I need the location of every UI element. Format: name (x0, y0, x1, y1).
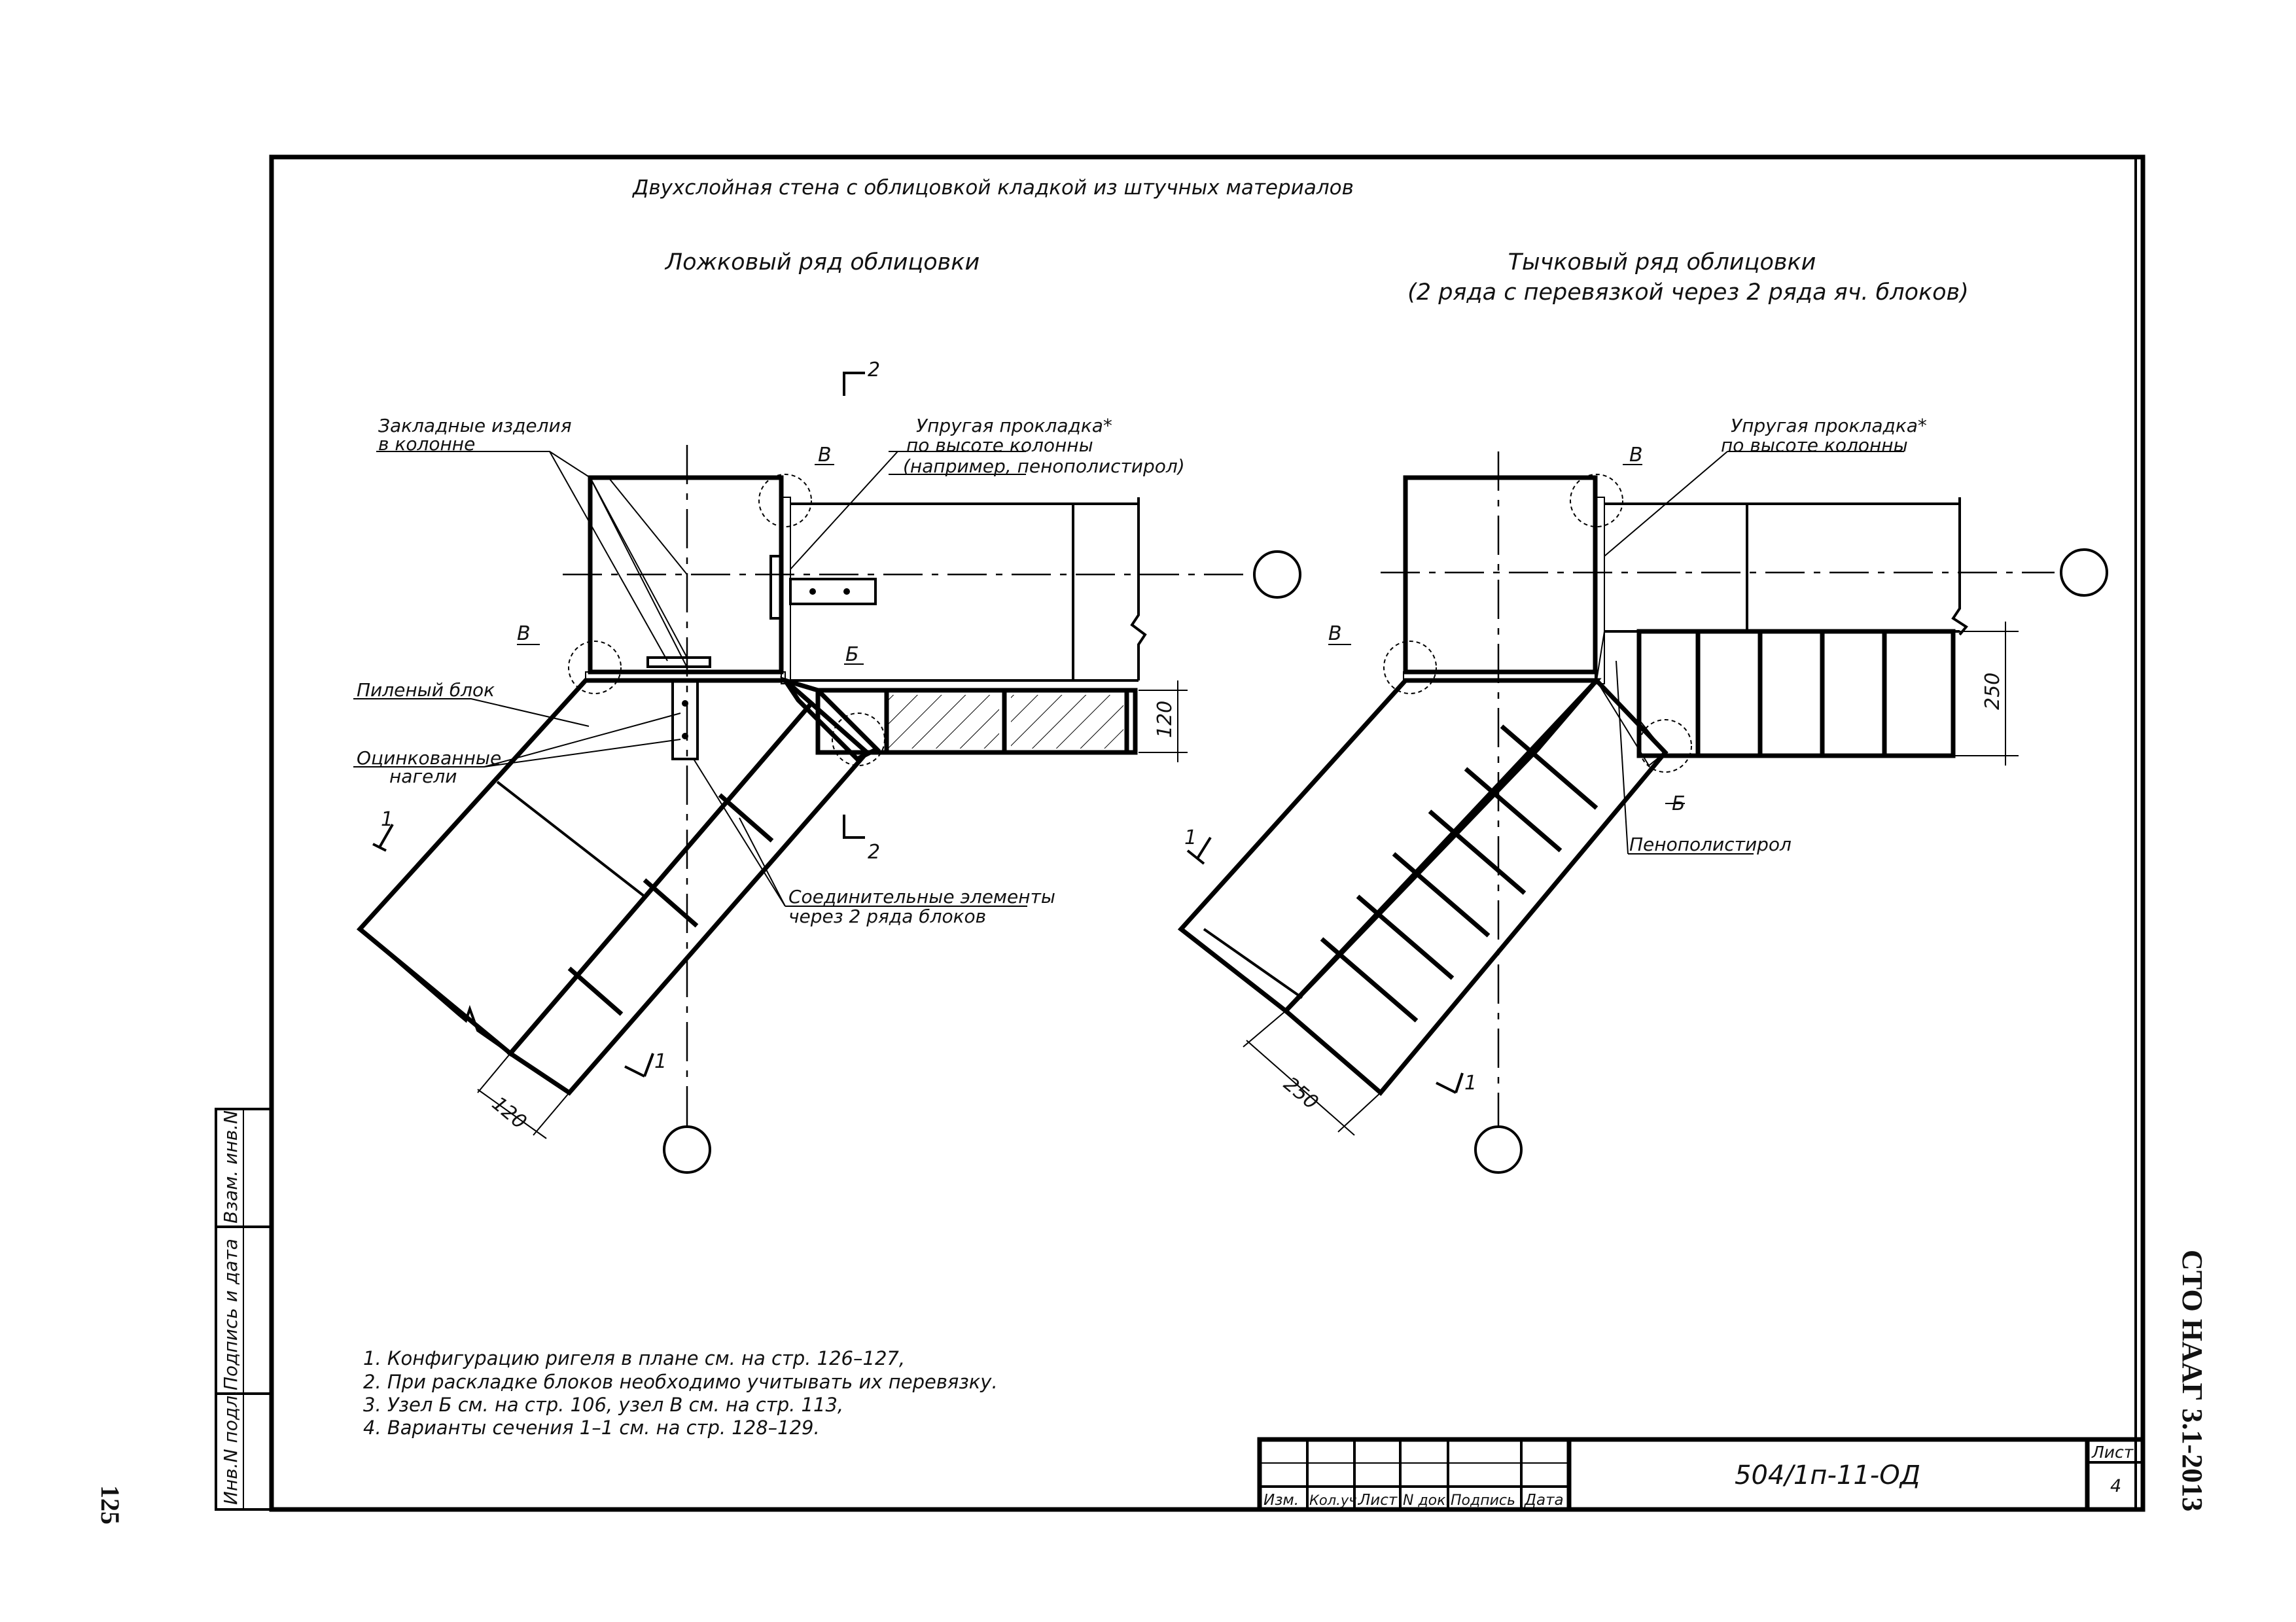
right-dim-250-vertical: 250 (1981, 673, 2004, 710)
left-node-b-label: Б (845, 643, 859, 666)
tb-header-data: Дата (1524, 1492, 1564, 1509)
right-beam (1604, 502, 1960, 633)
side-stamp: Инв.N подл. Подпись и дата Взам. инв.N (215, 1108, 273, 1511)
left-view-heading: Ложковый ряд облицовки (664, 249, 980, 275)
right-node-v-lower-label: В (1328, 622, 1342, 645)
tb-header-list: Лист (1358, 1492, 1398, 1509)
note-2: 2. При раскладке блоков необходимо учиты… (363, 1371, 998, 1393)
left-label-elastic-2: по высоте колонны (906, 434, 1093, 456)
left-label-elastic-1: Упругая прокладка* (916, 415, 1112, 436)
tb-header-izm: Изм. (1263, 1492, 1299, 1509)
tb-header-kol: Кол.уч. (1309, 1492, 1361, 1508)
left-beam (790, 502, 1139, 682)
left-section-2-top: 2 (868, 359, 880, 381)
sheet-frame (269, 154, 2146, 1512)
right-axis-bubble-right (2060, 548, 2108, 597)
right-label-elastic-2: по высоте колонны (1721, 434, 1908, 456)
note-1: 1. Конфигурацию ригеля в плане см. на ст… (363, 1347, 905, 1369)
left-section-1-bottom: 1 (654, 1050, 667, 1073)
left-node-v-upper (758, 474, 812, 527)
note-4: 4. Варианты сечения 1–1 см. на стр. 128–… (363, 1417, 820, 1439)
right-view-heading: Тычковый ряд облицовки (1508, 249, 1816, 275)
right-node-b (1638, 719, 1692, 773)
stamp-podpis: Подпись и дата (220, 1239, 241, 1390)
right-axis-bubble-bottom (1474, 1125, 1523, 1174)
right-node-b-label: Б (1672, 792, 1686, 815)
left-label-embedded-1: Закладные изделия (378, 415, 572, 436)
left-label-elastic-3: (например, пенополистирол) (903, 455, 1185, 477)
left-label-dowels-1: Оцинкованные (357, 747, 501, 769)
left-axis-bubble-right (1253, 550, 1301, 599)
right-section-1-bottom: 1 (1464, 1072, 1477, 1095)
tb-document-code: 504/1п-11-ОД (1735, 1460, 1920, 1490)
right-node-v-upper (1570, 474, 1623, 527)
left-label-connectors-2: через 2 ряда блоков (788, 906, 986, 927)
tb-header-podpis: Подпись (1451, 1492, 1515, 1509)
right-dim-250-diagonal: 250 (1279, 1072, 1322, 1114)
left-dim-120-diagonal: 120 (487, 1092, 531, 1134)
right-column (1403, 475, 1598, 675)
right-diagonal-facing (1282, 677, 1669, 1096)
right-polystyrene (1595, 631, 1667, 767)
left-node-v-upper-label: В (818, 444, 832, 467)
page-number: 125 (96, 1485, 125, 1525)
left-node-b (832, 713, 885, 766)
right-label-polystyrene: Пенополистирол (1629, 834, 1792, 855)
left-node-v-lower-label: В (517, 622, 531, 645)
tb-header-ndok: N док. (1403, 1492, 1450, 1509)
tb-sheet-number: 4 (2110, 1476, 2121, 1496)
left-label-sawn-block: Пиленый блок (357, 679, 495, 701)
right-straight-facing (1636, 629, 1956, 758)
left-view: 2 2 1 1 120 120 Закладные изделия в коло… (353, 359, 1301, 1174)
left-label-connectors-1: Соединительные элементы (788, 886, 1055, 908)
left-section-1-top: 1 (381, 808, 393, 831)
right-node-v-lower (1383, 641, 1437, 694)
note-3: 3. Узел Б см. на стр. 106, узел В см. на… (363, 1394, 843, 1416)
left-node-v-lower (568, 641, 622, 694)
right-node-v-upper-label: В (1629, 444, 1643, 467)
right-sawn-block (1177, 678, 1602, 1014)
stamp-vzam: Взам. инв.N (220, 1110, 241, 1224)
right-view-subheading: (2 ряда с перевязкой через 2 ряда яч. бл… (1407, 279, 1969, 306)
left-section-2-bottom: 2 (868, 841, 880, 864)
tb-sheet-label: Лист (2091, 1443, 2134, 1462)
left-sawn-block (356, 678, 815, 1057)
right-section-1-top: 1 (1184, 826, 1197, 849)
notes: 1. Конфигурацию ригеля в плане см. на ст… (363, 1347, 998, 1439)
standard-code: СТО НААГ 3.1-2013 (2176, 1250, 2208, 1511)
left-axis-bubble-bottom (663, 1125, 711, 1174)
sheet-title: Двухслойная стена с облицовкой кладкой и… (631, 176, 1354, 200)
left-dim-120-vertical: 120 (1154, 701, 1176, 738)
title-block: Изм. Кол.уч. Лист N док. Подпись Дата 50… (1257, 1437, 2146, 1512)
left-label-dowels-2: нагели (389, 766, 457, 787)
stamp-inv-podl: Инв.N подл. (220, 1390, 241, 1505)
right-view: 1 1 250 250 Упругая прокладка* по высоте… (1177, 415, 2108, 1174)
left-label-embedded-2: в колонне (378, 433, 475, 455)
right-label-elastic-1: Упругая прокладка* (1731, 415, 1927, 436)
